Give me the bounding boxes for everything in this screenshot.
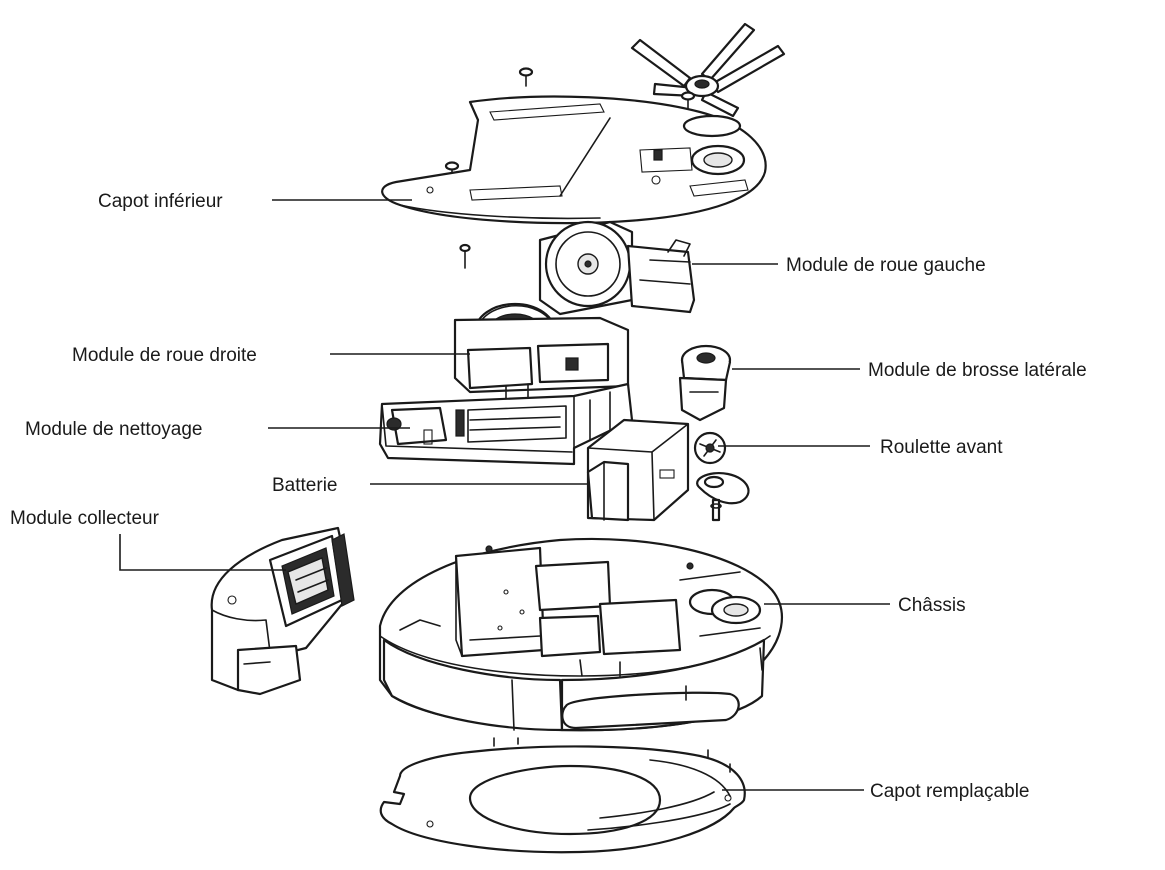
left-wheel-module	[538, 220, 696, 316]
side-brush	[630, 22, 786, 118]
label-batterie: Batterie	[272, 475, 337, 496]
label-capot-inferieur: Capot inférieur	[98, 191, 223, 212]
leader-lines	[119, 199, 890, 791]
label-brosse-laterale: Module de brosse latérale	[868, 360, 1087, 381]
label-chassis: Châssis	[898, 595, 966, 616]
label-capot-remplacable: Capot remplaçable	[870, 781, 1029, 802]
front-caster	[693, 431, 750, 522]
labels: Capot inférieur Module de roue gauche Mo…	[10, 191, 1087, 802]
bottom-cover	[381, 95, 767, 225]
battery	[586, 418, 690, 522]
dust-bin-module	[210, 526, 355, 696]
side-brush-module	[678, 344, 732, 422]
label-roulette-avant: Roulette avant	[880, 437, 1003, 458]
label-nettoyage: Module de nettoyage	[25, 419, 202, 440]
replaceable-cover	[379, 737, 746, 854]
label-roue-droite: Module de roue droite	[72, 345, 257, 366]
label-collecteur: Module collecteur	[10, 508, 160, 529]
right-wheel-module	[453, 302, 630, 411]
cleaning-module	[378, 382, 634, 466]
label-roue-gauche: Module de roue gauche	[786, 255, 986, 276]
chassis	[378, 537, 783, 732]
screws-top	[444, 67, 696, 269]
